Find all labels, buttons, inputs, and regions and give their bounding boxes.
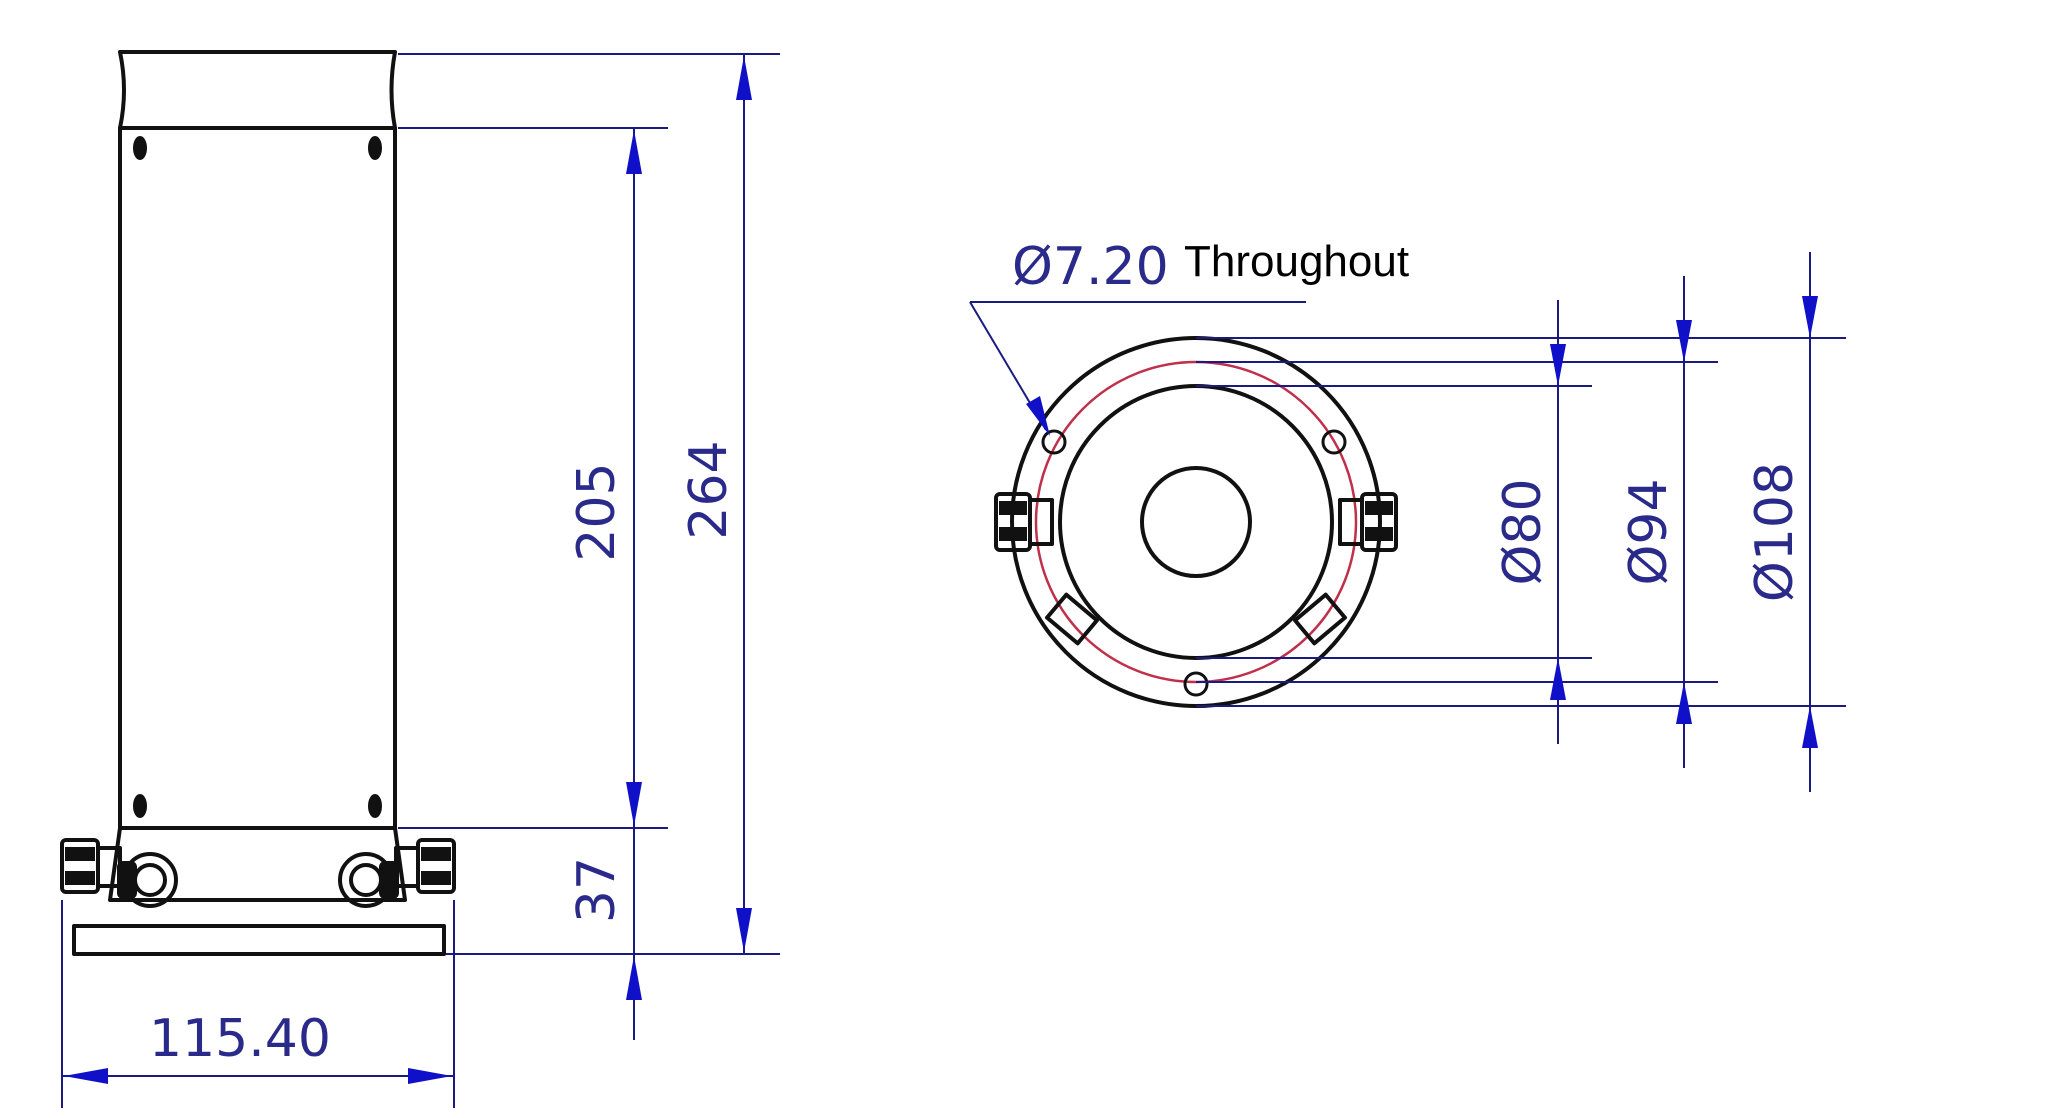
center-bore	[1140, 466, 1252, 578]
dim-diameter-inner: Ø80	[1493, 478, 1553, 585]
dim-diameter-middle: Ø94	[1619, 478, 1679, 585]
top-left-cable-gland	[994, 492, 1054, 552]
outer-ring	[1010, 336, 1382, 708]
top-view-dimensions: Ø80 Ø94 Ø108 Ø7.20 Throughout	[969, 237, 1846, 792]
side-view	[60, 50, 456, 956]
lower-collar	[108, 826, 407, 902]
base-plate	[72, 924, 446, 956]
dim-overall-width: 115.40	[149, 1009, 331, 1069]
hole-note-label: Throughout	[1184, 237, 1409, 286]
dim-hole-diameter: Ø7.20	[1012, 237, 1169, 297]
dim-diameter-outer: Ø108	[1745, 462, 1805, 602]
top-view	[994, 336, 1398, 708]
inner-ring	[1058, 384, 1334, 660]
dim-total-height: 264	[679, 440, 739, 539]
side-view-dimensions: 264 205 37 115.40	[61, 53, 780, 1108]
top-right-cable-gland	[1338, 492, 1398, 552]
dim-body-height: 205	[567, 462, 627, 561]
lower-left-tab	[1045, 592, 1099, 646]
screw-top-left	[133, 136, 147, 160]
left-cable-gland	[60, 838, 178, 908]
mounting-hole-1	[1041, 429, 1067, 455]
right-cable-gland	[338, 838, 456, 908]
lower-right-tab	[1293, 592, 1347, 646]
mounting-hole-2	[1321, 429, 1347, 455]
mounting-hole-3	[1183, 671, 1209, 697]
main-body	[118, 126, 397, 830]
screw-bottom-left	[133, 794, 147, 818]
screw-top-right	[368, 136, 382, 160]
top-cap	[118, 50, 397, 130]
screw-bottom-right	[368, 794, 382, 818]
dim-base-height: 37	[567, 857, 627, 923]
